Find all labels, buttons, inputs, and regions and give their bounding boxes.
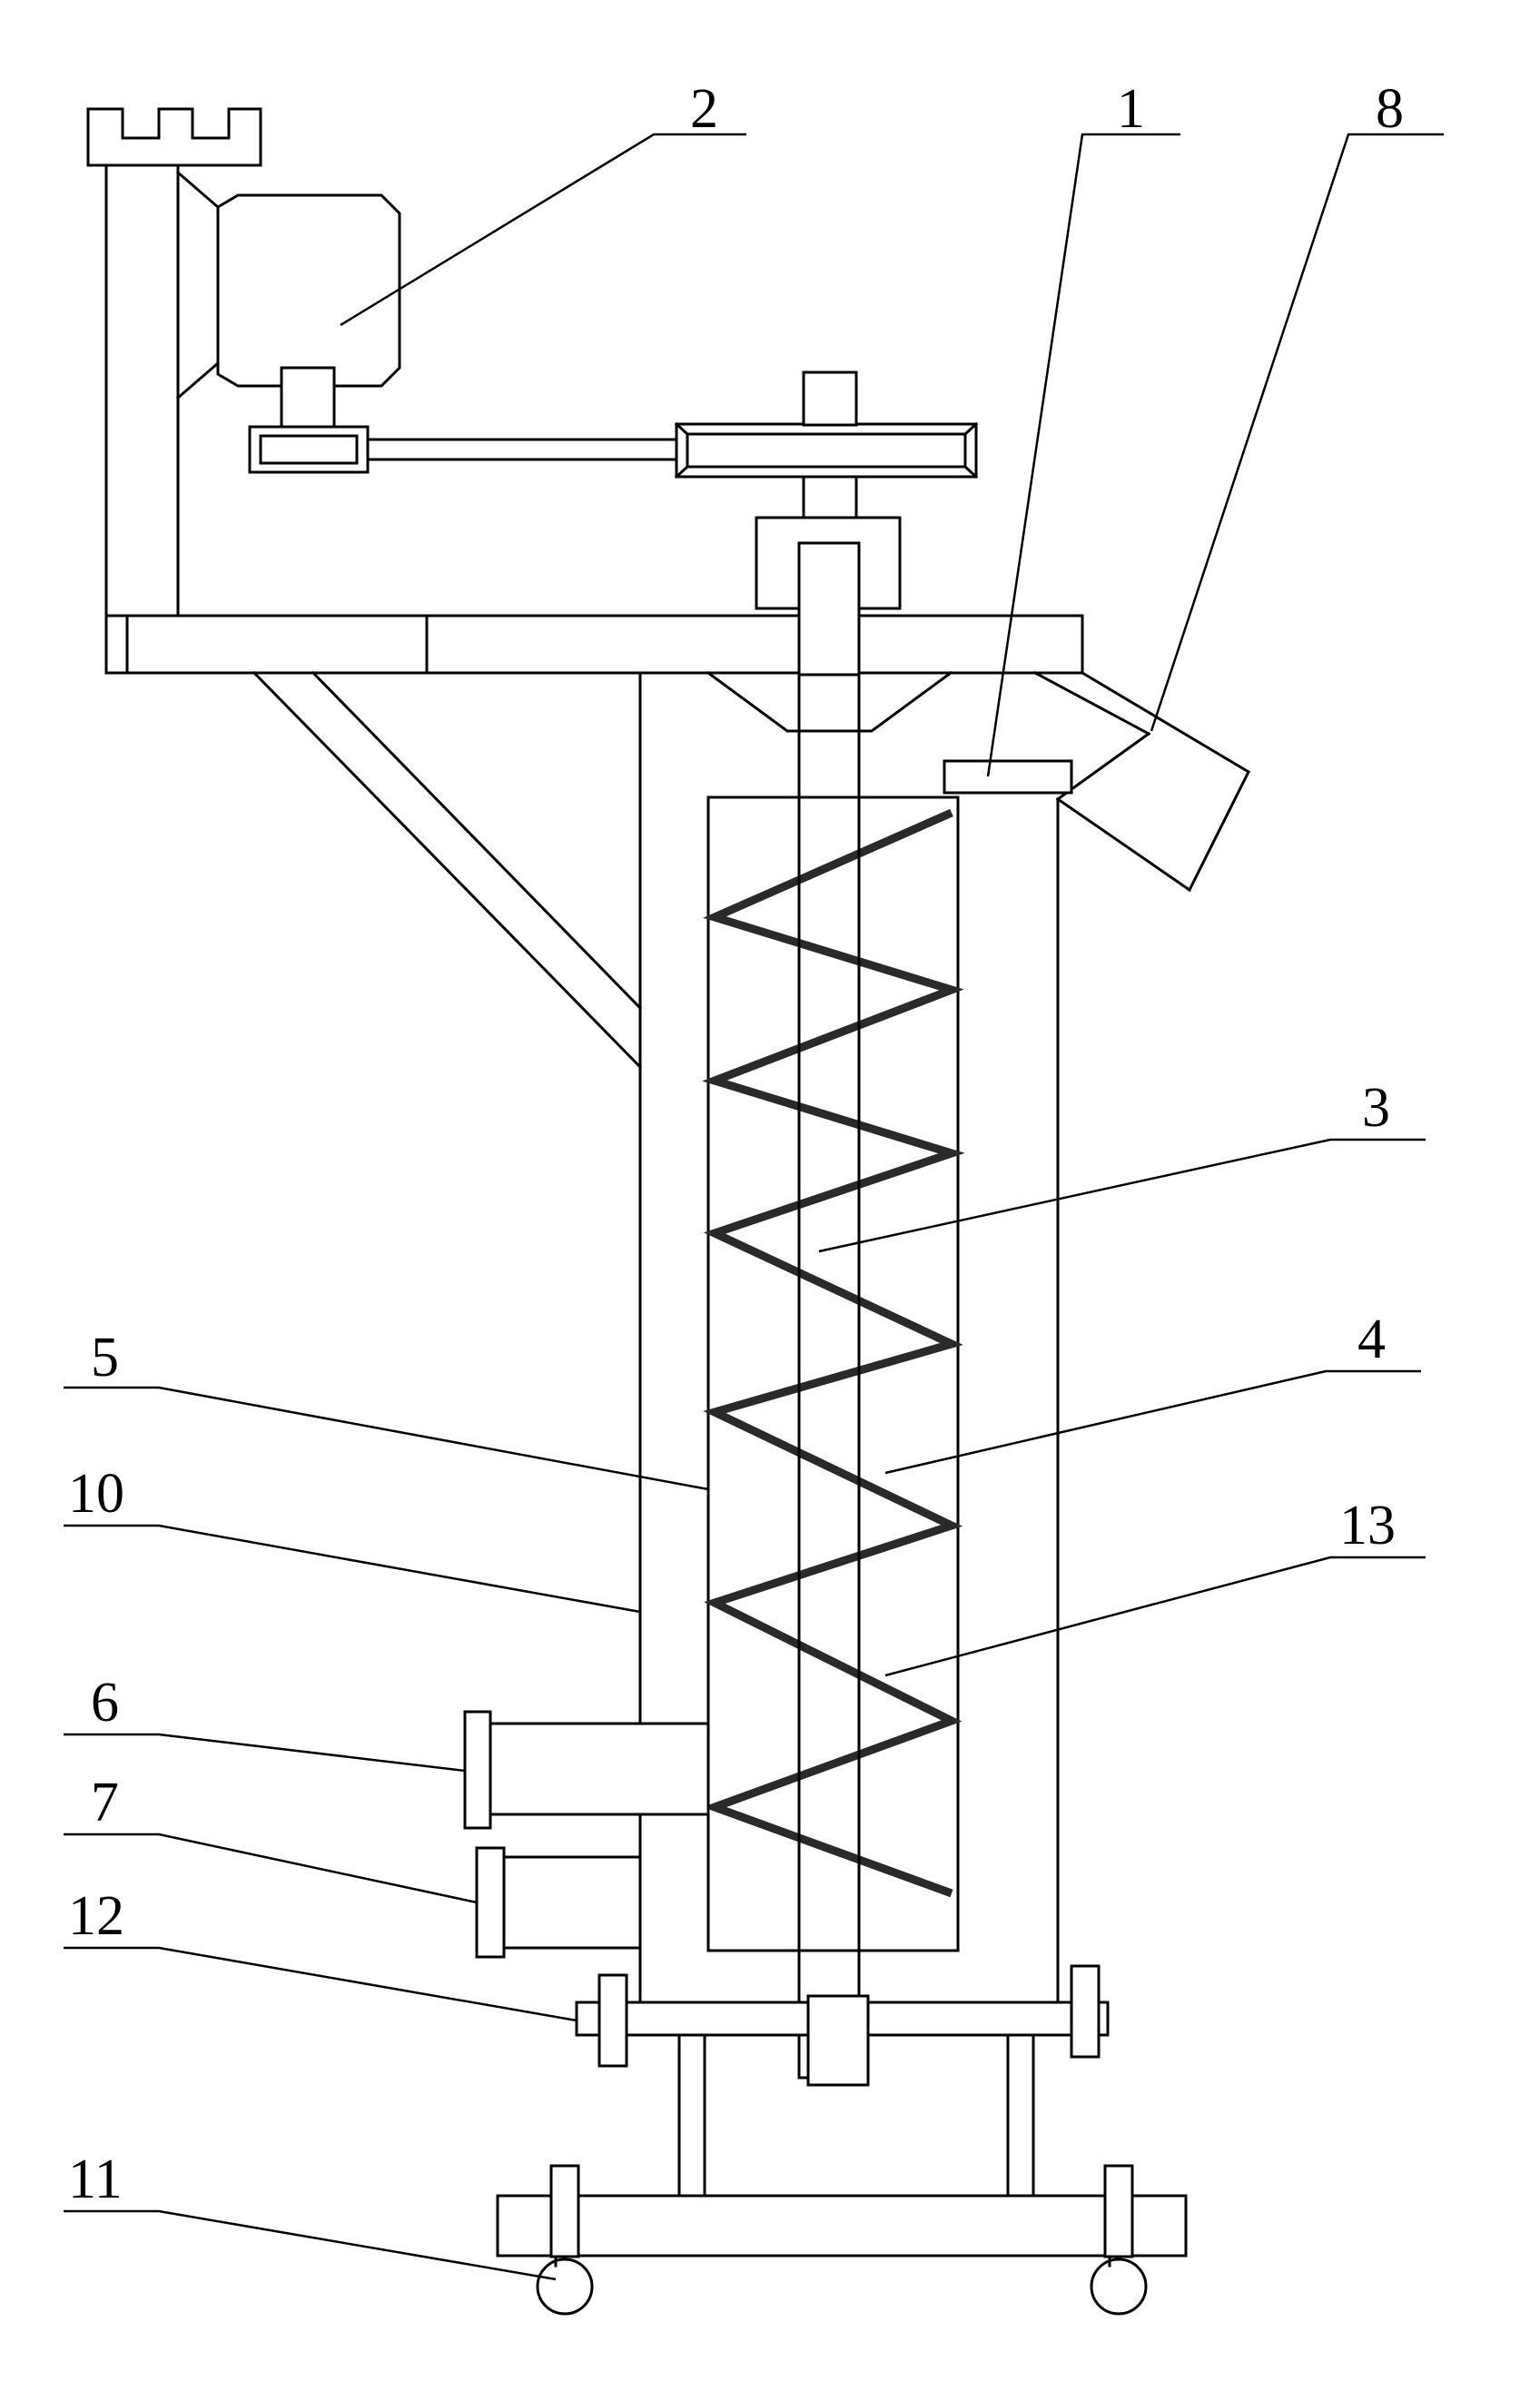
outlet-pipe-upper xyxy=(463,1710,710,1830)
screw-flight xyxy=(702,808,965,1898)
label-4: 4 xyxy=(1357,1309,1386,1370)
label-13: 13 xyxy=(1339,1495,1396,1556)
label-10: 10 xyxy=(68,1463,124,1525)
bottom-flange xyxy=(575,1964,1110,2087)
leader-lines xyxy=(64,133,1444,2281)
label-1: 1 xyxy=(1117,78,1145,140)
outlet-pipe-lower xyxy=(475,1846,642,1959)
motor xyxy=(216,193,401,435)
base-frame xyxy=(496,2164,1188,2258)
label-5: 5 xyxy=(91,1327,119,1388)
label-6: 6 xyxy=(91,1672,119,1734)
top-plate xyxy=(104,541,1084,677)
support-strut xyxy=(252,670,643,1070)
main-shaft xyxy=(755,475,902,2086)
label-2: 2 xyxy=(690,78,718,140)
wheels xyxy=(536,2255,1148,2316)
label-11: 11 xyxy=(68,2149,123,2210)
label-12: 12 xyxy=(68,1885,124,1947)
cap-plate xyxy=(943,759,1073,795)
wheel-right xyxy=(1090,2258,1148,2316)
label-3: 3 xyxy=(1362,1077,1390,1139)
wheel-left xyxy=(536,2258,594,2316)
inlet-chute xyxy=(1032,670,1251,893)
label-7: 7 xyxy=(91,1772,119,1833)
belt-drive xyxy=(248,371,979,479)
shaft-overlay xyxy=(797,541,861,2080)
label-8: 8 xyxy=(1376,78,1404,140)
motor-bracket xyxy=(86,107,262,618)
part-labels: 2 1 8 3 4 13 5 10 6 7 12 11 xyxy=(68,78,1404,2210)
feed-funnel xyxy=(706,670,953,733)
